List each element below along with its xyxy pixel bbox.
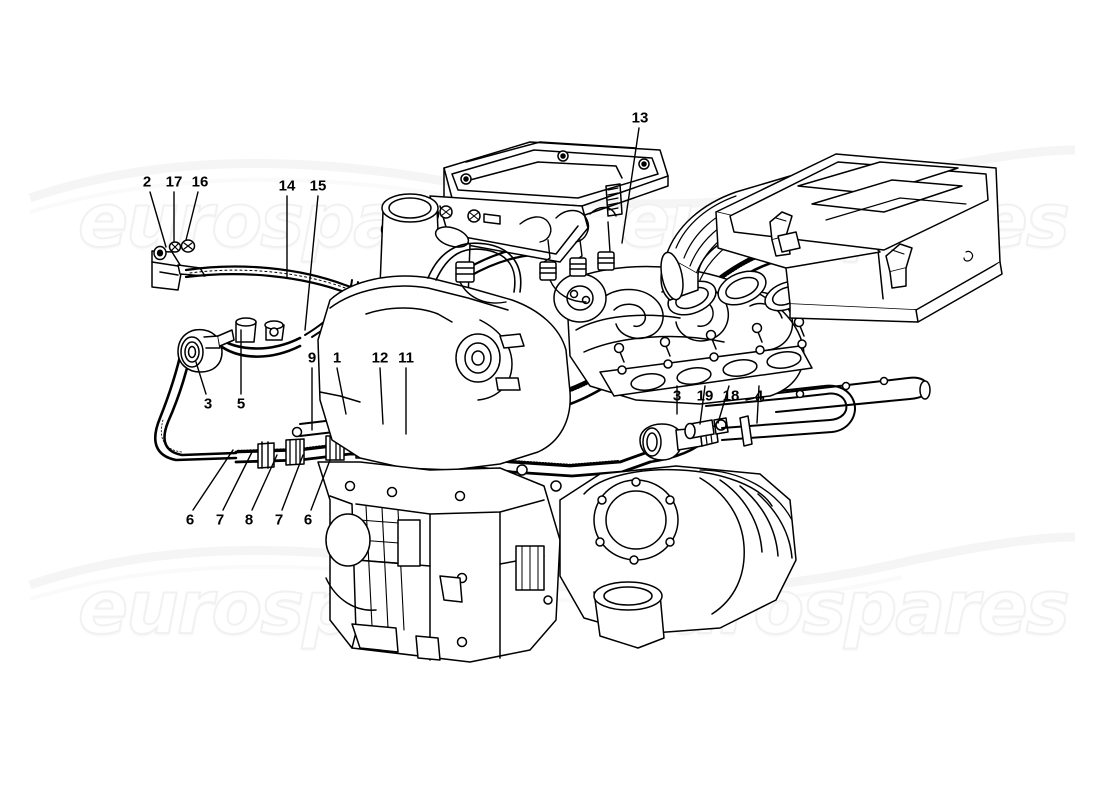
manifold-flange-row bbox=[599, 316, 813, 397]
callout-leader-4 bbox=[756, 385, 760, 424]
callout-label-18: 18 bbox=[722, 387, 740, 405]
callout-label-6: 6 bbox=[185, 511, 195, 529]
callout-leader-8 bbox=[251, 454, 278, 511]
callout-leader-18 bbox=[717, 385, 730, 424]
callout-leader-7 bbox=[281, 454, 304, 511]
callout-label-11: 11 bbox=[398, 349, 414, 367]
callout-label-13: 13 bbox=[631, 109, 649, 127]
callout-label-15: 15 bbox=[309, 177, 327, 195]
callout-label-19: 19 bbox=[696, 387, 714, 405]
callout-label-16: 16 bbox=[191, 173, 209, 191]
left-valve-bracket bbox=[151, 239, 206, 291]
callout-label-12: 12 bbox=[371, 349, 389, 367]
callout-label-7: 7 bbox=[274, 511, 284, 529]
callout-label-6: 6 bbox=[303, 511, 313, 529]
fitting-3 bbox=[177, 328, 235, 373]
callout-label-17: 17 bbox=[165, 173, 183, 191]
callout-leader-1 bbox=[336, 367, 347, 415]
callout-leader-12 bbox=[379, 367, 384, 425]
callout-label-9: 9 bbox=[307, 349, 317, 367]
callout-label-7: 7 bbox=[215, 511, 225, 529]
callout-label-8: 8 bbox=[244, 511, 254, 529]
callout-leader-19 bbox=[699, 385, 706, 425]
callout-label-5: 5 bbox=[236, 395, 246, 413]
fuel-rail-4 bbox=[699, 376, 931, 447]
callout-leader-3 bbox=[195, 361, 207, 395]
fitting-18 bbox=[713, 417, 729, 435]
callout-leader-7 bbox=[222, 451, 253, 511]
callout-label-2: 2 bbox=[142, 173, 152, 191]
callout-label-1: 1 bbox=[332, 349, 342, 367]
callout-label-4: 4 bbox=[754, 387, 764, 405]
callout-label-3: 3 bbox=[203, 395, 213, 413]
callout-label-3: 3 bbox=[672, 387, 682, 405]
callout-label-14: 14 bbox=[278, 177, 296, 195]
callout-leader-6 bbox=[310, 459, 331, 511]
fitting-19 bbox=[684, 419, 715, 440]
engine-block bbox=[317, 242, 571, 471]
exhaust-curve bbox=[699, 469, 793, 521]
callout-leader-6 bbox=[192, 449, 234, 511]
